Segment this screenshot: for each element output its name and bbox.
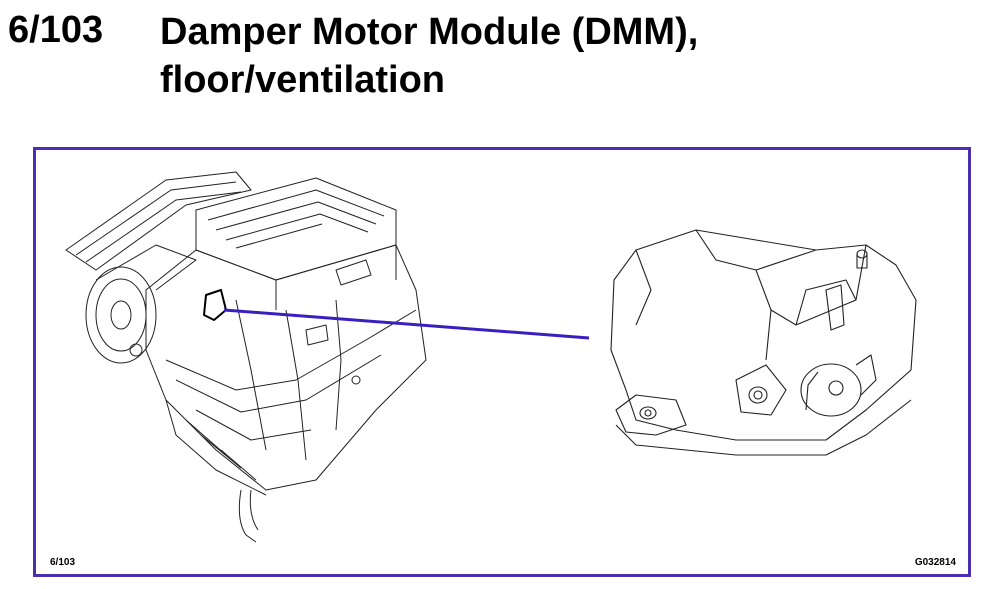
page-title-line-1: Damper Motor Module (DMM),: [160, 11, 699, 53]
page-title: Damper Motor Module (DMM), floor/ventila…: [160, 8, 960, 104]
page-title-line-2: floor/ventilation: [160, 59, 445, 101]
figure-illustration: [65, 171, 917, 543]
damper-motor-module-drawing: [610, 229, 917, 456]
figure-image-code: G032814: [914, 557, 956, 568]
section-number: 6/103: [8, 9, 104, 51]
hvac-housing-drawing: [65, 171, 427, 543]
figure-frame: 6/103 G032814: [33, 147, 971, 577]
leader-line: [223, 308, 590, 340]
figure-reference-label: 6/103: [50, 557, 76, 568]
